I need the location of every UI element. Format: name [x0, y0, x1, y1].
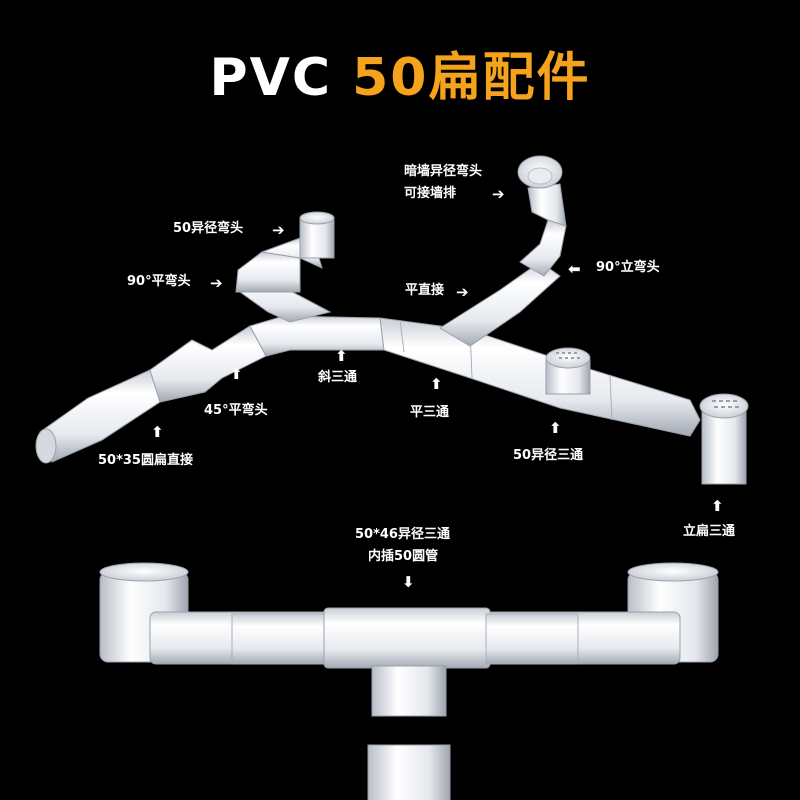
arrow-up-icon: ⬆: [711, 497, 724, 515]
upper-pipe-assembly: [35, 155, 749, 485]
label-flat-tee: 平三通: [410, 405, 450, 420]
label-reducer-tee-5046-note: 内插50圆管: [368, 549, 439, 564]
arrow-up-icon: ⬆: [430, 375, 443, 393]
arrow-up-icon: ⬆: [549, 419, 562, 437]
arrow-right-icon: ➔: [272, 221, 285, 239]
arrow-right-icon: ➔: [210, 274, 223, 292]
label-oblique-tee: 斜三通: [318, 370, 358, 385]
label-flat-elbow-45: 45°平弯头: [204, 403, 268, 418]
arrow-right-icon: ➔: [492, 185, 505, 203]
label-reducer-elbow-50: 50异径弯头: [173, 221, 244, 236]
arrow-up-icon: ⬆: [151, 423, 164, 441]
label-straight-coupling: 平直接: [405, 283, 445, 298]
title-pvc: PVC: [209, 48, 353, 108]
label-reducer-tee-50: 50异径三通: [513, 448, 584, 463]
arrow-up-icon: ⬆: [335, 347, 348, 365]
arrow-up-icon: ⬆: [230, 365, 243, 383]
label-vertical-flat-tee: 立扁三通: [683, 524, 736, 539]
label-flat-elbow-90: 90°平弯头: [127, 274, 191, 289]
label-hidden-wall-elbow: 暗墙异径弯头: [404, 164, 483, 179]
arrow-right-icon: ➔: [456, 283, 469, 301]
label-reducer-tee-5046: 50*46异径三通: [355, 527, 450, 542]
title-fittings: 50扁配件: [352, 48, 591, 108]
label-hidden-wall-elbow-note: 可接墙排: [404, 186, 457, 201]
round-flat-coupling-part: [35, 369, 161, 464]
arrow-left-icon: ⬅: [568, 260, 581, 278]
label-round-flat-coupling: 50*35圆扁直接: [98, 453, 193, 468]
arrow-down-icon: ⬇: [402, 573, 415, 591]
lower-pipe-assembly: [99, 562, 719, 800]
page-title: PVC 50扁配件: [0, 52, 800, 104]
label-vertical-elbow-90: 90°立弯头: [596, 260, 660, 275]
